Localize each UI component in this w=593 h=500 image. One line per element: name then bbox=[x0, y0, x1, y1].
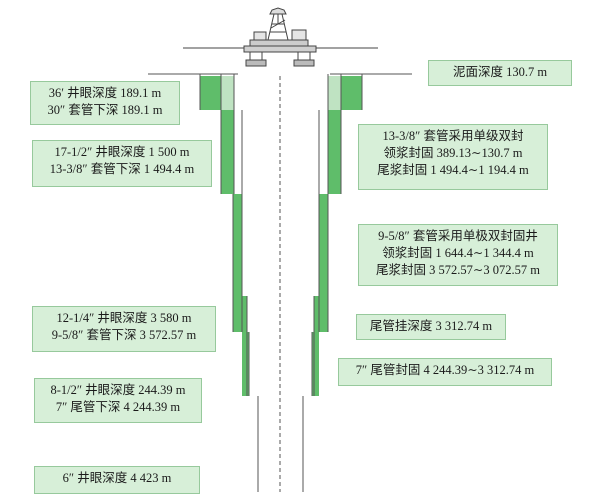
label-958-cement-line2: 领浆封固 1 644.4∼1 344.4 m bbox=[382, 246, 534, 260]
casing-lines-left bbox=[199, 74, 259, 492]
label-958-cement-line1: 9-5/8″ 套管采用单极双封固井 bbox=[378, 229, 538, 243]
label-36-hole-line1: 36′ 井眼深度 189.1 m bbox=[48, 86, 162, 100]
label-958-cement: 9-5/8″ 套管采用单极双封固井 领浆封固 1 644.4∼1 344.4 m… bbox=[358, 224, 558, 286]
surface-cement-left bbox=[221, 110, 234, 194]
intermediate-cement-left bbox=[233, 194, 242, 332]
label-812-hole-line2: 7″ 尾管下深 4 244.39 m bbox=[55, 400, 181, 414]
label-mudline: 泥面深度 130.7 m bbox=[428, 60, 572, 86]
conductor-annulus-left bbox=[221, 76, 234, 110]
surface-cement-right bbox=[328, 110, 341, 194]
label-mudline-text: 泥面深度 130.7 m bbox=[452, 65, 548, 79]
label-17-hole-line1: 17-1/2″ 井眼深度 1 500 m bbox=[54, 145, 190, 159]
label-1214-hole: 12-1/4″ 井眼深度 3 580 m 9-5/8″ 套管下深 3 572.5… bbox=[32, 306, 216, 352]
label-7-cement: 7″ 尾管封固 4 244.39∼3 312.74 m bbox=[338, 358, 552, 386]
conductor-annulus-right bbox=[328, 76, 341, 110]
label-6-hole: 6″ 井眼深度 4 423 m bbox=[34, 466, 200, 494]
label-36-hole: 36′ 井眼深度 189.1 m 30″ 套管下深 189.1 m bbox=[30, 81, 180, 125]
liner-hanger-right bbox=[314, 296, 326, 332]
label-liner-hanger-text: 尾管挂深度 3 312.74 m bbox=[369, 319, 493, 333]
label-1338-cement-line3: 尾浆封固 1 494.4∼1 194.4 m bbox=[377, 163, 529, 177]
label-1214-hole-line1: 12-1/4″ 井眼深度 3 580 m bbox=[56, 311, 192, 325]
label-17-hole: 17-1/2″ 井眼深度 1 500 m 13-3/8″ 套管下深 1 494.… bbox=[32, 140, 212, 187]
label-958-cement-line3: 尾浆封固 3 572.57∼3 072.57 m bbox=[376, 263, 540, 277]
label-6-hole-text: 6″ 井眼深度 4 423 m bbox=[62, 471, 172, 485]
conductor-cement-right bbox=[341, 76, 362, 110]
label-1338-cement-line2: 领浆封固 389.13∼130.7 m bbox=[383, 146, 523, 160]
liner-hanger-left bbox=[235, 296, 247, 332]
label-812-hole-line1: 8-1/2″ 井眼深度 244.39 m bbox=[50, 383, 186, 397]
label-1214-hole-line2: 9-5/8″ 套管下深 3 572.57 m bbox=[51, 328, 197, 342]
label-1338-cement: 13-3/8″ 套管采用单级双封 领浆封固 389.13∼130.7 m 尾浆封… bbox=[358, 124, 548, 190]
casing-lines-right bbox=[302, 74, 363, 492]
liner-cement-right bbox=[312, 332, 319, 396]
intermediate-cement-right bbox=[319, 194, 328, 332]
label-812-hole: 8-1/2″ 井眼深度 244.39 m 7″ 尾管下深 4 244.39 m bbox=[34, 378, 202, 423]
drilling-rig-icon bbox=[243, 7, 317, 67]
label-36-hole-line2: 30″ 套管下深 189.1 m bbox=[47, 103, 163, 117]
conductor-cement-left bbox=[200, 76, 221, 110]
label-17-hole-line2: 13-3/8″ 套管下深 1 494.4 m bbox=[49, 162, 195, 176]
label-7-cement-text: 7″ 尾管封固 4 244.39∼3 312.74 m bbox=[355, 363, 535, 377]
label-1338-cement-line1: 13-3/8″ 套管采用单级双封 bbox=[382, 129, 524, 143]
label-liner-hanger: 尾管挂深度 3 312.74 m bbox=[356, 314, 506, 340]
liner-cement-left bbox=[242, 332, 249, 396]
